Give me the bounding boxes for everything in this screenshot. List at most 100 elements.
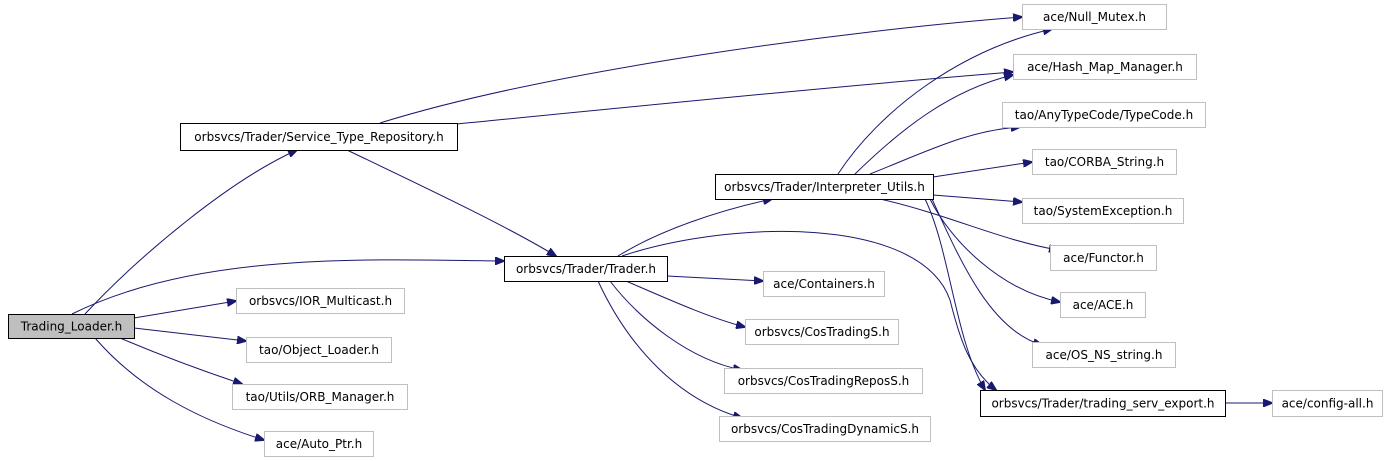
edge-line [924, 198, 985, 390]
edge-line [854, 75, 1013, 175]
node-trading_serv_export[interactable]: orbsvcs/Trader/trading_serv_export.h [980, 390, 1226, 417]
node-orb_manager: tao/Utils/ORB_Manager.h [232, 384, 408, 410]
edge-line [597, 280, 742, 418]
node-auto_ptr: ace/Auto_Ptr.h [264, 431, 374, 457]
edge-interpreter_utils-to-hash_map_manager [854, 75, 1013, 175]
node-box [1050, 245, 1157, 271]
edge-line [456, 72, 1013, 125]
edge-interpreter_utils-to-null_mutex [837, 29, 1052, 175]
edge-line [94, 337, 264, 440]
edge-line [133, 327, 246, 341]
edge-layer [71, 17, 1272, 440]
edge-line [625, 280, 745, 327]
node-corba_string: tao/CORBA_String.h [1032, 149, 1177, 175]
node-box [1032, 149, 1177, 175]
edge-interpreter_utils-to-system_exception [932, 194, 1022, 202]
edge-trading_loader-to-trader [71, 260, 504, 315]
node-trading_loader[interactable]: Trading_Loader.h [8, 314, 135, 339]
edge-line [84, 150, 297, 315]
edge-line [931, 198, 1042, 345]
node-label: ace/ACE.h [1073, 298, 1134, 312]
edge-trading_loader-to-auto_ptr [94, 337, 264, 440]
node-trader[interactable]: orbsvcs/Trader/Trader.h [504, 256, 668, 282]
edge-interpreter_utils-to-os_ns_string [931, 198, 1042, 345]
node-label: tao/AnyTypeCode/TypeCode.h [1015, 108, 1193, 122]
edge-line [346, 149, 556, 256]
node-containers: ace/Containers.h [763, 271, 885, 297]
node-box [236, 288, 405, 314]
node-box [719, 416, 931, 442]
node-box [1022, 198, 1184, 224]
node-system_exception: tao/SystemException.h [1022, 198, 1184, 224]
node-label: ace/config-all.h [1282, 397, 1374, 411]
node-null_mutex: ace/Null_Mutex.h [1022, 4, 1167, 30]
edge-interpreter_utils-to-functor [879, 198, 1058, 250]
edge-line [609, 280, 742, 370]
node-interpreter_utils[interactable]: orbsvcs/Trader/Interpreter_Utils.h [715, 174, 934, 200]
node-label: orbsvcs/Trader/trading_serv_export.h [991, 397, 1214, 411]
node-label: ace/Null_Mutex.h [1043, 10, 1146, 24]
edge-trading_loader-to-object_loader [133, 327, 246, 341]
node-label: ace/OS_NS_string.h [1046, 348, 1163, 362]
node-cos_trading_s: orbsvcs/CosTradingS.h [745, 319, 899, 345]
node-box [763, 271, 885, 297]
edge-line [119, 337, 242, 384]
node-box [504, 256, 668, 282]
node-box [980, 390, 1226, 417]
node-label: orbsvcs/CosTradingS.h [754, 325, 889, 339]
node-label: Trading_Loader.h [20, 320, 122, 334]
edge-line [837, 29, 1052, 175]
node-label: orbsvcs/Trader/Trader.h [516, 262, 656, 276]
edge-service_type_repo-to-null_mutex [379, 17, 1022, 124]
edge-trader-to-cos_trading_s [625, 280, 745, 327]
node-label: orbsvcs/IOR_Multicast.h [249, 294, 392, 308]
node-box [1060, 292, 1146, 318]
edge-line [932, 162, 1032, 178]
node-box [246, 337, 392, 363]
node-box [1032, 342, 1176, 368]
node-box [1002, 102, 1206, 128]
node-label: ace/Functor.h [1063, 251, 1144, 265]
node-box [1022, 4, 1167, 30]
node-label: ace/Auto_Ptr.h [276, 437, 362, 451]
node-label: tao/CORBA_String.h [1045, 155, 1164, 169]
node-box [1013, 54, 1197, 80]
edge-line [133, 301, 236, 319]
edge-line [71, 260, 504, 315]
node-cos_trading_dynamic_s: orbsvcs/CosTradingDynamicS.h [719, 416, 931, 442]
edge-interpreter_utils-to-corba_string [932, 162, 1032, 178]
edge-interpreter_utils-to-trading_serv_export [924, 198, 985, 390]
node-label: ace/Hash_Map_Manager.h [1027, 60, 1183, 74]
node-ior_multicast: orbsvcs/IOR_Multicast.h [236, 288, 405, 314]
edge-line [621, 230, 996, 390]
node-label: orbsvcs/CosTradingReposS.h [738, 374, 910, 388]
edge-line [379, 17, 1022, 124]
node-layer: Trading_Loader.h orbsvcs/Trader/Service_T… [8, 4, 1383, 457]
node-object_loader: tao/Object_Loader.h [246, 337, 392, 363]
node-label: orbsvcs/Trader/Service_Type_Repository.h [194, 130, 443, 144]
node-label: tao/SystemException.h [1034, 204, 1173, 218]
edge-line [879, 198, 1058, 250]
node-functor: ace/Functor.h [1050, 245, 1157, 271]
node-hash_map_manager: ace/Hash_Map_Manager.h [1013, 54, 1197, 80]
edge-trading_loader-to-service_type_repo [84, 150, 297, 315]
node-cos_trading_repos_s: orbsvcs/CosTradingReposS.h [724, 368, 923, 394]
node-typecode: tao/AnyTypeCode/TypeCode.h [1002, 102, 1206, 128]
node-box [8, 314, 135, 339]
node-label: tao/Object_Loader.h [259, 343, 379, 357]
edge-trader-to-cos_trading_dynamic_s [597, 280, 742, 418]
node-box [264, 431, 374, 457]
node-box [715, 174, 934, 200]
node-box [745, 319, 899, 345]
edge-trader-to-containers [666, 275, 763, 281]
node-service_type_repo[interactable]: orbsvcs/Trader/Service_Type_Repository.h [180, 123, 458, 151]
node-label: orbsvcs/Trader/Interpreter_Utils.h [724, 180, 925, 194]
node-os_ns_string: ace/OS_NS_string.h [1032, 342, 1176, 368]
node-box [724, 368, 923, 394]
node-box [232, 384, 408, 410]
node-ace_h: ace/ACE.h [1060, 292, 1146, 318]
edge-trader-to-cos_trading_repos_s [609, 280, 742, 370]
edge-line [617, 199, 772, 257]
node-box [1272, 390, 1383, 417]
node-label: ace/Containers.h [773, 277, 875, 291]
